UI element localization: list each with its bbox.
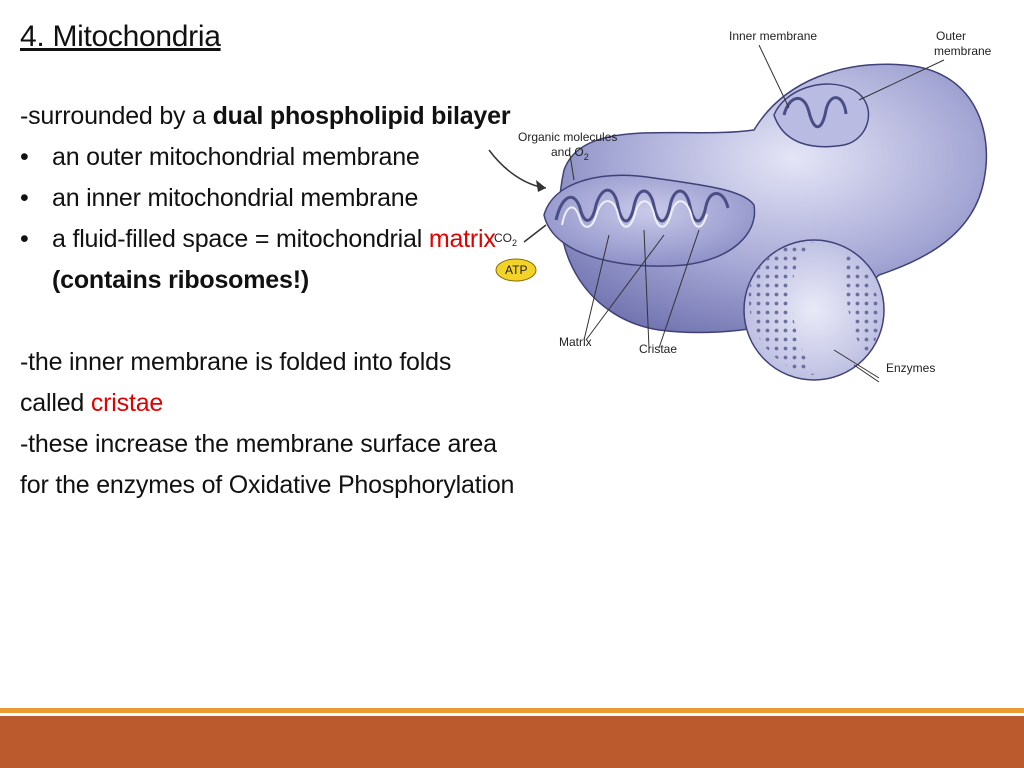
list-item: an outer mitochondrial membrane [20, 137, 520, 178]
enzyme-particles [748, 241, 814, 375]
mitochondrion-diagram: Inner membrane Outer membrane Organic mo… [484, 20, 1014, 400]
label-atp: ATP [505, 263, 527, 277]
label-matrix: Matrix [559, 335, 592, 349]
inner-membrane-shape [543, 174, 756, 267]
intro-emphasis: dual phospholipid bilayer [212, 102, 511, 130]
mitochondrion-illustration: Inner membrane Outer membrane Organic mo… [488, 29, 992, 383]
atp-badge [495, 258, 537, 282]
upper-folds [782, 96, 848, 129]
footer-accent-line [0, 708, 1024, 713]
enzyme-particles-right [844, 252, 880, 355]
label-inner-membrane: Inner membrane [729, 29, 817, 43]
slide-title: 4. Mitochondria [20, 20, 221, 53]
cristae-folds-highlight [561, 200, 708, 228]
list-item: a fluid-filled space = mitochondrial mat… [20, 219, 520, 301]
footer-bar [0, 716, 1024, 768]
label-cristae: Cristae [639, 342, 677, 356]
cristae-prefix: -the inner membrane is folded into folds… [20, 348, 452, 417]
leader-lines [569, 44, 945, 383]
slide-body: -surrounded by a dual phospholipid bilay… [20, 96, 520, 506]
matrix-term: matrix [428, 225, 496, 253]
matrix-prefix: a fluid-filled space = mitochondrial [52, 225, 429, 253]
closing-paragraph: -these increase the membrane surface are… [20, 430, 515, 499]
cristae-paragraph: -the inner membrane is folded into folds… [20, 342, 520, 424]
label-enzymes: Enzymes [886, 361, 935, 375]
cristae-folds [554, 188, 730, 223]
spacer [20, 301, 520, 342]
label-outer: Outer [936, 29, 966, 43]
label-and-o2: and O2 [551, 145, 589, 162]
co2-arrow-icon [523, 224, 547, 243]
list-item: an inner mitochondrial membrane [20, 178, 520, 219]
cristae-term: cristae [90, 389, 164, 417]
label-membrane: membrane [934, 44, 992, 58]
matrix-note: (contains ribosomes!) [52, 266, 309, 294]
label-co2: CO2 [494, 231, 517, 248]
arrowhead-icon [536, 180, 546, 192]
intro-paragraph: -surrounded by a dual phospholipid bilay… [20, 96, 520, 137]
intro-prefix: -surrounded by a [20, 102, 213, 130]
membrane-list: an outer mitochondrial membrane an inner… [20, 137, 520, 301]
label-organic-molecules: Organic molecules [518, 130, 617, 144]
